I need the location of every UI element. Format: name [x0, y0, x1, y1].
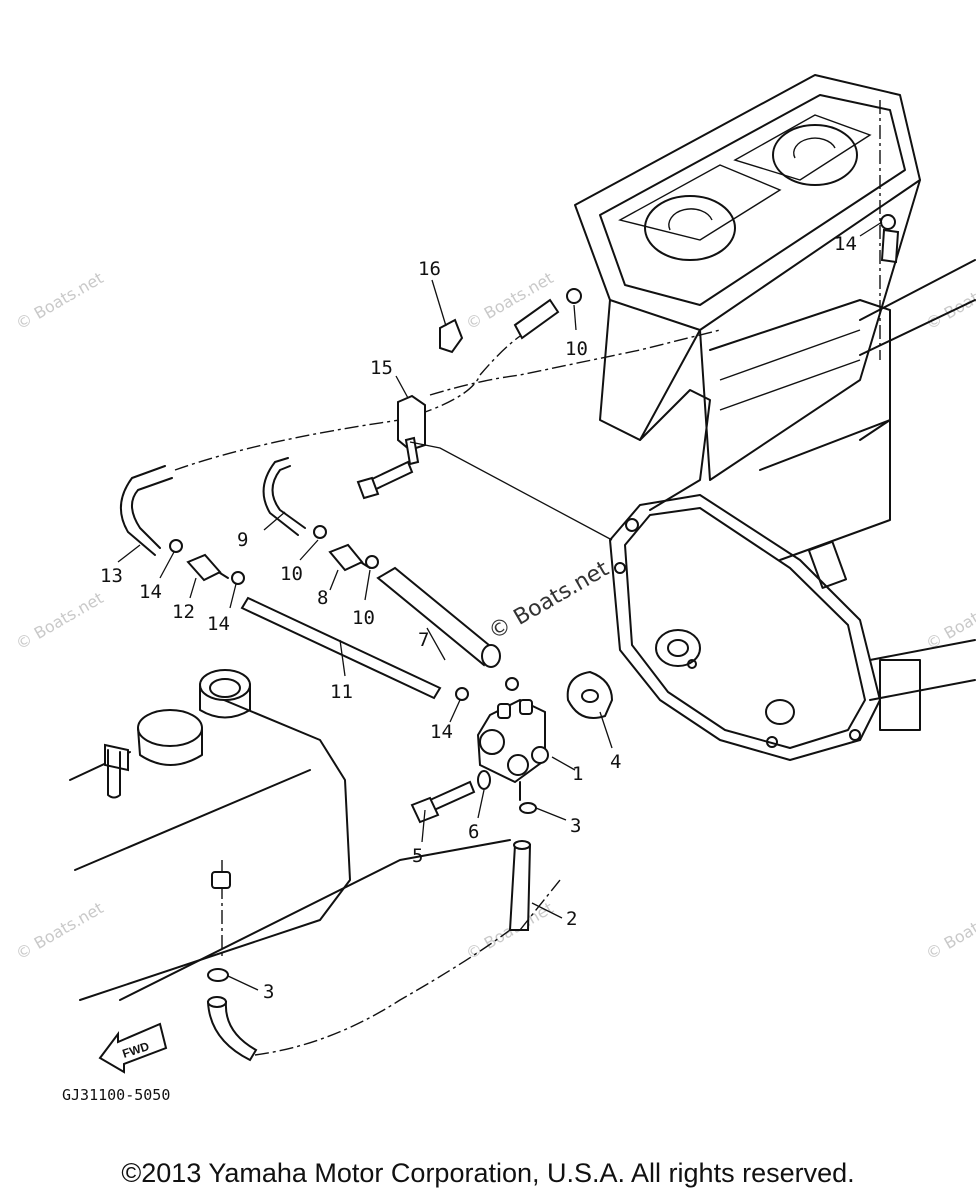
- callout-10: 10: [352, 607, 375, 629]
- watermark: © Boats.net: [13, 588, 107, 653]
- callout-14: 14: [207, 613, 230, 635]
- watermark: © Boats.net: [13, 268, 107, 333]
- callout-3: 3: [570, 815, 581, 837]
- watermark: © Boats.net: [13, 898, 107, 963]
- watermark: © Boats.net: [923, 588, 976, 653]
- copyright-notice: ©2013 Yamaha Motor Corporation, U.S.A. A…: [121, 1158, 855, 1188]
- callout-14: 14: [834, 233, 857, 255]
- leader-lines: [117, 221, 883, 991]
- callout-10: 10: [280, 563, 303, 585]
- callout-9: 9: [237, 529, 248, 551]
- callout-1: 1: [572, 763, 583, 785]
- timing-cover-illustration: [609, 494, 881, 761]
- callout-15: 15: [370, 357, 393, 379]
- callout-11: 11: [330, 681, 353, 703]
- callout-10: 10: [565, 338, 588, 360]
- watermark: © Boats.net: [923, 898, 976, 963]
- callout-numbers: 1 2 3 3 4 5 6 7 8 9 10 10 10 11 12 13 14…: [100, 233, 857, 1003]
- callout-12: 12: [172, 601, 195, 623]
- watermark-group: © Boats.net © Boats.net © Boats.net © Bo…: [13, 268, 976, 963]
- watermark-large: © Boats.net: [485, 556, 614, 645]
- diagram-code: GJ31100-5050: [62, 1086, 170, 1104]
- callout-8: 8: [317, 587, 328, 609]
- callout-7: 7: [418, 629, 429, 651]
- watermark: © Boats.net: [923, 268, 976, 333]
- engine-block-illustration: [574, 74, 976, 731]
- callout-14: 14: [139, 581, 162, 603]
- clamps-and-fittings: FWD: [98, 214, 896, 1074]
- callout-5: 5: [412, 845, 423, 867]
- oil-tank-illustration: [69, 669, 511, 1001]
- callout-6: 6: [468, 821, 479, 843]
- callout-16: 16: [418, 258, 441, 280]
- oil-pump-illustration: [476, 670, 614, 801]
- callout-14: 14: [430, 721, 453, 743]
- callout-2: 2: [566, 908, 577, 930]
- callout-3: 3: [263, 981, 274, 1003]
- callout-13: 13: [100, 565, 123, 587]
- callout-4: 4: [610, 751, 621, 773]
